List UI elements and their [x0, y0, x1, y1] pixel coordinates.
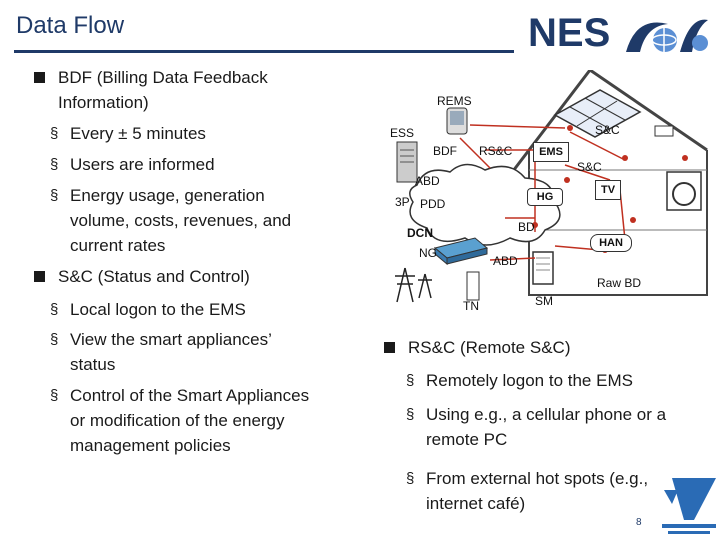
solar-panel-icon: [553, 89, 642, 138]
sc-top-label: S&C: [595, 123, 620, 137]
ess-label: ESS: [390, 126, 415, 140]
sc-mid-label: S&C: [577, 160, 602, 174]
slide-title: Data Flow: [16, 12, 125, 39]
washer-icon: [666, 171, 702, 211]
rsc-label: RS&C: [479, 144, 513, 158]
house-icon: [508, 70, 708, 176]
hg-box: HG: [527, 188, 563, 206]
sc-heading: S&C (Status and Control): [34, 264, 318, 289]
fp7-logo-icon: [662, 478, 716, 534]
sc-item-control: Control of the Smart Appliances or modif…: [50, 383, 325, 458]
bdf-heading: BDF (Billing Data Feedback Information): [34, 65, 308, 115]
dcn-label: DCN: [407, 226, 433, 240]
rsc-heading: RS&C (Remote S&C): [384, 335, 668, 360]
meter-icon: [532, 251, 554, 285]
bdf-item-users: Users are informed: [50, 152, 310, 177]
raw-bd-label: Raw BD: [597, 276, 642, 290]
three-p-label: 3P: [395, 195, 410, 209]
pdd-label: PDD: [420, 197, 446, 211]
network-cloud: [409, 163, 561, 246]
bdf-item-energy: Energy usage, generation volume, costs, …: [50, 183, 325, 258]
pylon-icon: [395, 267, 432, 303]
abd-low-label: ABD: [493, 254, 518, 268]
nessos-logo-icon: NES: [528, 11, 708, 55]
ng-label: NG: [419, 246, 437, 260]
page-number: 8: [636, 517, 642, 528]
title-divider: [14, 50, 514, 53]
sc-item-view: View the smart appliances’ status: [50, 327, 315, 377]
rsc-item-hotspot: From external hot spots (e.g., internet …: [406, 466, 696, 516]
pda-icon: [446, 107, 468, 135]
rsc-item-phone: Using e.g., a cellular phone or a remote…: [406, 402, 696, 452]
switch-icon: [433, 237, 489, 266]
server-icon: [396, 141, 418, 183]
bdf-label: BDF: [433, 144, 457, 158]
bd-label: BD: [518, 220, 535, 234]
rsc-item-logon: Remotely logon to the EMS: [406, 368, 696, 393]
abd-top-label: ABD: [415, 174, 440, 188]
tn-label: TN: [463, 299, 479, 313]
rems-label: REMS: [437, 94, 472, 108]
logo-text: NES: [528, 11, 610, 55]
bdf-item-interval: Every ± 5 minutes: [50, 121, 310, 146]
tv-box: TV: [595, 180, 621, 200]
sc-item-logon: Local logon to the EMS: [50, 297, 310, 322]
ems-box: EMS: [533, 142, 569, 162]
data-links: [459, 124, 626, 261]
data-flow-diagram: EMS TV HG HAN REMS ESS S&C BDF RS&C S&C …: [385, 70, 715, 315]
diagram-graphics: [395, 70, 708, 303]
sm-label: SM: [535, 294, 553, 308]
han-box: HAN: [590, 234, 632, 252]
